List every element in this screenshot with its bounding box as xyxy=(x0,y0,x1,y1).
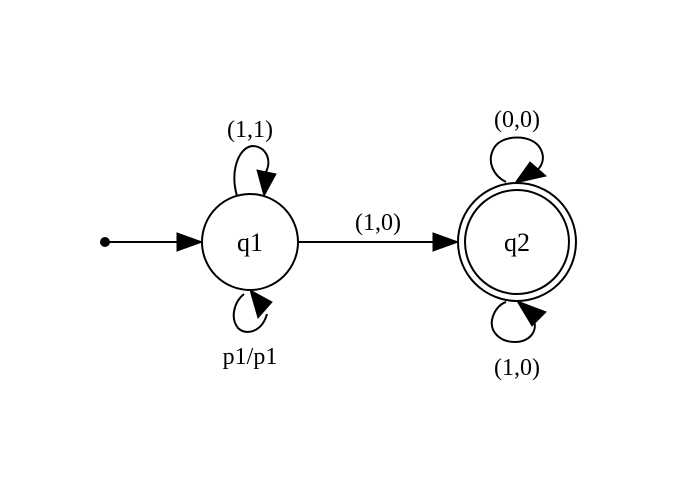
transition-q1-loop-bottom-arrowhead xyxy=(249,288,273,320)
transition-q1-q2-arrowhead xyxy=(432,232,460,252)
transition-q1-q2: (1,0) xyxy=(298,210,460,252)
transition-q1-loop-top-label: (1,1) xyxy=(227,117,273,143)
transition-q1-loop-bottom: p1/p1 xyxy=(223,288,278,370)
state-q2-inner-circle xyxy=(464,189,570,295)
transition-q1-loop-top-arrowhead xyxy=(256,169,277,198)
transition-q2-loop-top-label: (0,0) xyxy=(494,107,540,133)
transition-q2-loop-bottom-label: (1,0) xyxy=(494,355,540,381)
state-q2-label: q2 xyxy=(504,228,530,257)
transition-q1-q2-label: (1,0) xyxy=(355,210,401,236)
state-q1-label: q1 xyxy=(237,228,263,257)
transition-q2-loop-bottom-arrowhead xyxy=(515,300,547,327)
initial-arrow xyxy=(100,232,204,252)
transition-q2-loop-top: (0,0) xyxy=(489,107,548,184)
transition-q2-loop-top-arrowhead xyxy=(513,161,548,184)
transition-q1-loop-bottom-label: p1/p1 xyxy=(223,344,278,370)
transition-q2-loop-bottom: (1,0) xyxy=(490,300,547,381)
transition-q1-loop-top: (1,1) xyxy=(227,117,277,198)
initial-arrowhead xyxy=(176,232,204,252)
state-q2: q2 xyxy=(457,182,577,302)
state-q1: q1 xyxy=(201,193,299,291)
